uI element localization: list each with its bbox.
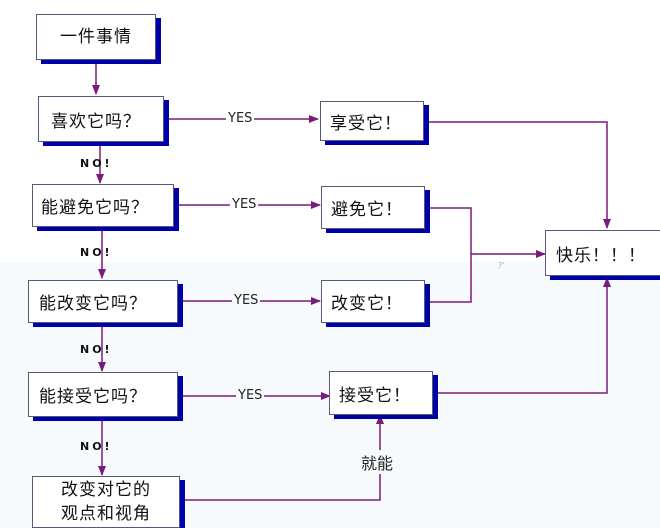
edge-enjoy-happy <box>425 121 611 229</box>
no-label-like: NO! <box>80 157 113 170</box>
edge-reframe-accept <box>182 414 384 501</box>
yes-label-avoid: YES <box>230 197 259 212</box>
node-avoid-it: 避免它！ <box>321 186 425 229</box>
faint-mark: ?' <box>498 261 505 270</box>
node-reframe-line1: 改变对它的 <box>61 480 151 500</box>
no-label-accept: NO! <box>80 440 113 453</box>
node-reframe-line2: 观点和视角 <box>61 504 151 524</box>
node-change-it-label: 改变它！ <box>331 294 403 314</box>
node-start-label: 一件事情 <box>60 27 132 47</box>
node-question-like-label: 喜欢它吗？ <box>51 111 141 132</box>
node-question-accept-label: 能接受它吗？ <box>39 387 147 407</box>
node-start: 一件事情 <box>36 14 156 60</box>
node-reframe-label: 改变对它的 观点和视角 <box>61 478 151 526</box>
node-question-change: 能改变它吗？ <box>28 280 178 323</box>
yes-label-change: YES <box>232 293 261 308</box>
edge-acceptit-happy <box>434 277 611 394</box>
no-label-change: NO! <box>80 343 113 356</box>
edge-avoidit-merge <box>427 207 472 303</box>
node-question-accept: 能接受它吗？ <box>28 372 178 417</box>
node-avoid-it-label: 避免它！ <box>331 200 403 220</box>
node-enjoy: 享受它！ <box>320 101 424 141</box>
yes-label-accept: YES <box>236 388 265 403</box>
node-accept-it-label: 接受它！ <box>339 385 411 406</box>
node-happy: 快乐！！！ <box>545 230 660 276</box>
node-change-it: 改变它！ <box>321 280 425 323</box>
node-accept-it: 接受它！ <box>329 371 433 415</box>
node-question-like: 喜欢它吗？ <box>38 96 164 142</box>
node-question-change-label: 能改变它吗？ <box>39 294 147 314</box>
node-happy-label: 快乐！！！ <box>556 245 646 266</box>
then-can-label: 就能 <box>359 450 396 474</box>
node-question-avoid: 能避免它吗？ <box>32 184 174 227</box>
yes-label-like: YES <box>226 111 255 126</box>
node-enjoy-label: 享受它！ <box>330 113 402 134</box>
no-label-avoid: NO! <box>80 246 113 259</box>
node-question-avoid-label: 能避免它吗？ <box>41 198 149 218</box>
node-reframe: 改变对它的 观点和视角 <box>32 476 180 528</box>
